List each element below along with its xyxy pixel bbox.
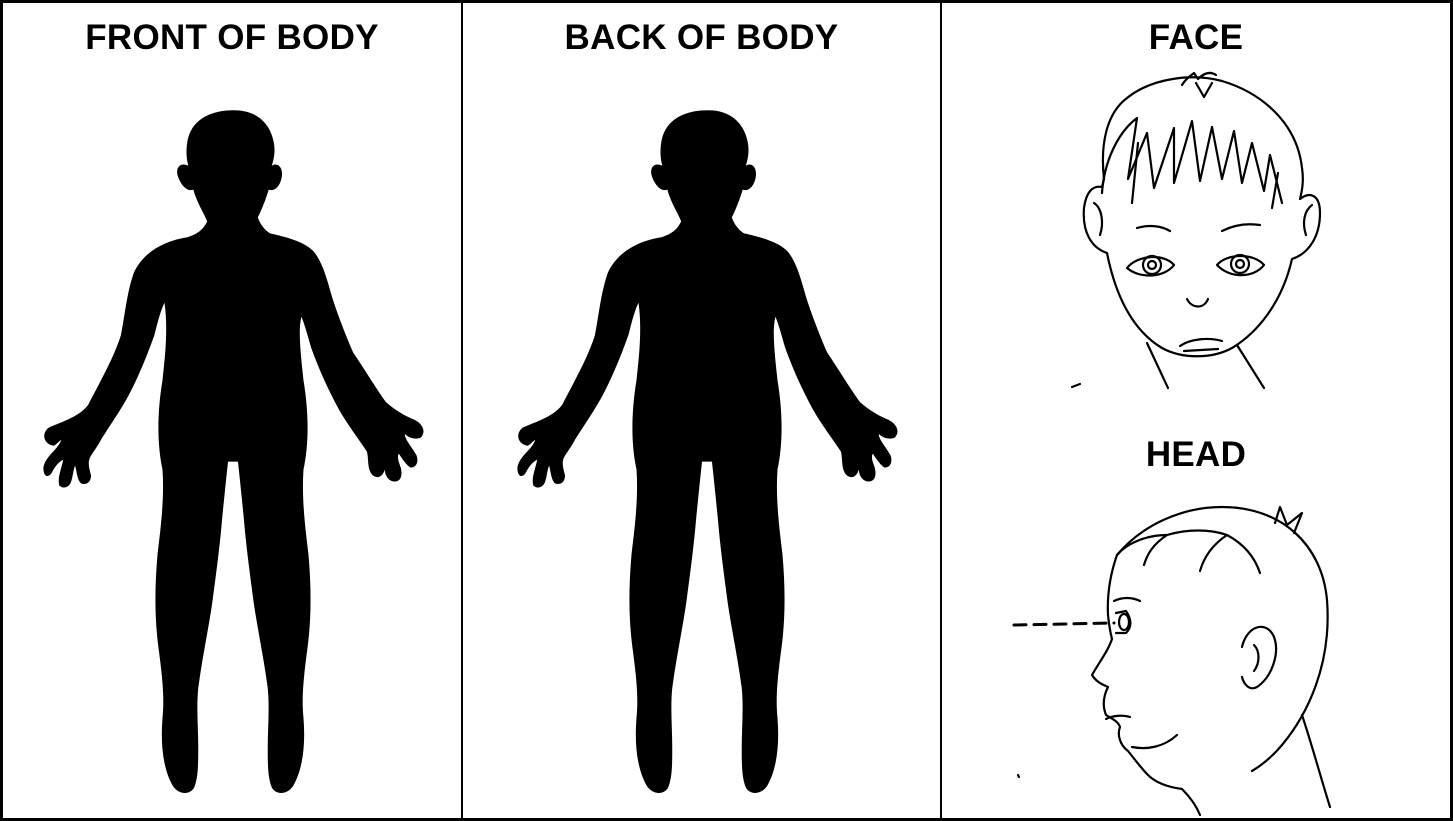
head-panel: HEAD [942, 415, 1450, 818]
front-body-outline[interactable] [3, 3, 461, 818]
face-panel: FACE [942, 3, 1450, 403]
face-drawing[interactable] [942, 3, 1450, 403]
back-of-body-panel: BACK OF BODY [463, 3, 940, 818]
back-body-outline[interactable] [477, 3, 935, 818]
front-of-body-panel: FRONT OF BODY [3, 3, 461, 818]
head-profile-drawing[interactable] [942, 415, 1450, 818]
